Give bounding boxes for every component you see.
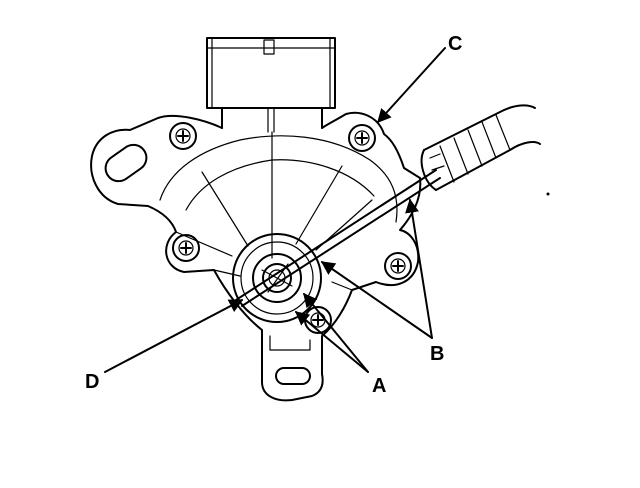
- shaft-assembly: [232, 233, 322, 323]
- hand-tool: [420, 104, 541, 191]
- connector: [206, 37, 336, 133]
- callout-a: A: [372, 375, 386, 397]
- screw-left: [172, 234, 200, 262]
- alignment-pin: [235, 169, 441, 307]
- left-mount-slot: [104, 143, 148, 183]
- callout-c: C: [448, 33, 462, 55]
- leader-lines: [104, 47, 446, 373]
- dot-mark: [546, 192, 550, 196]
- switch-body: [90, 111, 422, 402]
- screw-top-left: [169, 122, 197, 150]
- screw-top-right: [348, 124, 376, 152]
- callout-b: B: [430, 343, 444, 365]
- screw-right: [384, 252, 412, 280]
- callout-d: D: [85, 371, 99, 393]
- bottom-mount-slot: [269, 335, 311, 385]
